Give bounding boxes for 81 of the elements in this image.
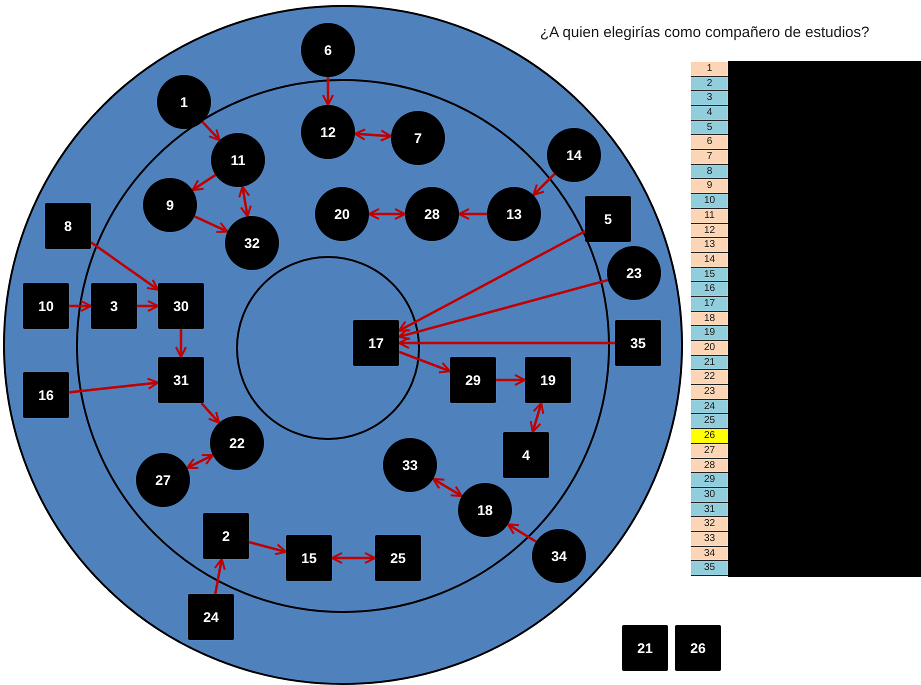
student-square: 30 (158, 283, 204, 329)
table-cell: 5 (691, 120, 728, 136)
table-cell: 15 (691, 268, 728, 282)
table-cell: 24 (691, 400, 728, 414)
arrow (432, 478, 463, 498)
student-square: 4 (503, 432, 549, 478)
table-cell: 1 (691, 62, 728, 77)
arrow (192, 174, 216, 192)
table-cell: 20 (691, 341, 728, 356)
table-cell: 26 (691, 429, 728, 444)
table-cell: 27 (691, 444, 728, 458)
table-cell: 12 (691, 224, 728, 238)
table-cell: 29 (691, 473, 728, 488)
student-square: 35 (615, 320, 661, 366)
student-square: 3 (91, 283, 137, 329)
arrow (398, 230, 586, 332)
student-square: 24 (188, 594, 234, 640)
table-cell: 23 (691, 385, 728, 400)
arrow (322, 77, 334, 106)
table-cell: 19 (691, 326, 728, 341)
arrow (238, 186, 252, 218)
arrow (331, 552, 376, 564)
student-square: 2 (203, 513, 249, 559)
arrow (90, 241, 159, 291)
arrow (506, 523, 537, 543)
arrow (200, 402, 220, 424)
table-cell: 10 (691, 194, 728, 209)
student-square: 5 (585, 196, 631, 242)
student-square: 21 (622, 625, 668, 671)
table-cell: 35 (691, 561, 728, 576)
table-cell: 33 (691, 532, 728, 547)
arrow (69, 300, 92, 312)
table-cell: 18 (691, 312, 728, 326)
arrow (458, 208, 487, 220)
table-cell: 6 (691, 135, 728, 150)
student-square: 16 (23, 372, 69, 418)
arrow (496, 374, 526, 386)
arrow (532, 173, 556, 196)
student-square: 19 (525, 357, 571, 403)
table-cell: 34 (691, 546, 728, 562)
arrow (398, 337, 615, 349)
table-cell: 16 (691, 282, 728, 297)
table-cell: 32 (691, 517, 728, 532)
table-cell: 30 (691, 488, 728, 503)
arrow (175, 329, 187, 358)
table-cell: 3 (691, 91, 728, 106)
arrow (186, 454, 214, 470)
table-cell: 4 (691, 106, 728, 121)
arrow (530, 402, 544, 433)
student-square: 17 (353, 320, 399, 366)
table-cell: 9 (691, 179, 728, 194)
table-cell: 14 (691, 252, 728, 268)
table-cell: 8 (691, 164, 728, 180)
arrow (194, 215, 228, 233)
table-cell: 25 (691, 414, 728, 430)
student-square: 15 (286, 535, 332, 581)
table-cell: 22 (691, 370, 728, 386)
table-cell: 21 (691, 356, 728, 370)
table-cell: 2 (691, 76, 728, 92)
arrow (201, 120, 221, 142)
table-cell: 13 (691, 238, 728, 253)
table-cell: 17 (691, 296, 728, 312)
title: ¿A quien elegirías como compañero de estudios? (540, 24, 870, 41)
arrow (398, 278, 608, 340)
table-cell: 7 (691, 150, 728, 165)
table-cell: 31 (691, 502, 728, 518)
table-cell: 11 (691, 208, 728, 224)
arrow (68, 378, 159, 394)
arrow (137, 300, 159, 312)
student-square: 31 (158, 357, 204, 403)
student-square: 29 (450, 357, 496, 403)
student-square: 10 (23, 283, 69, 329)
arrow (398, 350, 451, 374)
student-square: 25 (375, 535, 421, 581)
table-cell: 28 (691, 458, 728, 474)
arrow (368, 208, 406, 220)
student-square: 26 (675, 625, 721, 671)
arrow (354, 128, 392, 142)
arrow (214, 558, 226, 594)
student-square: 8 (45, 203, 91, 249)
arrow (248, 540, 287, 556)
